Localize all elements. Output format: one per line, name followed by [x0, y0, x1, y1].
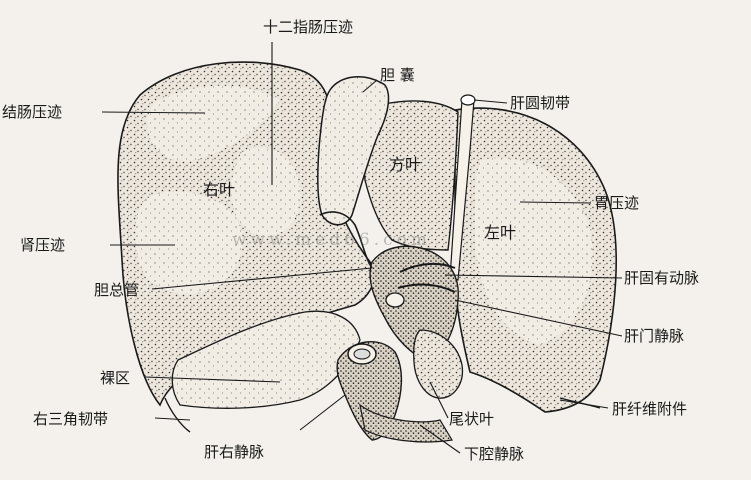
label-proper-hepatic-artery: 肝固有动脉	[624, 269, 700, 287]
label-inferior-vena-cava: 下腔静脉	[464, 445, 525, 463]
label-left-lobe: 左叶	[484, 223, 517, 242]
label-caudate-lobe: 尾状叶	[449, 410, 495, 428]
label-round-ligament: 肝圆韧带	[510, 94, 571, 112]
caudate-lobe-shape	[413, 329, 464, 399]
label-right-triangular-ligament: 右三角韧带	[33, 410, 109, 428]
gastric-impression-shape	[474, 158, 593, 345]
leader-lines	[101, 42, 623, 454]
colic-impression-shape	[147, 85, 280, 161]
label-colic-impression: 结肠压迹	[2, 103, 63, 121]
renal-impression-shape	[135, 191, 243, 294]
label-gastric-impression: 胃压迹	[594, 194, 640, 212]
label-quadrate-lobe: 方叶	[389, 155, 422, 174]
label-portal-vein: 肝门静脉	[624, 327, 685, 345]
label-duodenal-impression: 十二指肠压迹	[263, 18, 354, 36]
watermark-text: www.med66.com	[232, 230, 432, 250]
label-common-bile-duct: 胆总管	[94, 281, 140, 299]
label-right-hepatic-vein: 肝右静脉	[204, 443, 265, 461]
label-fibrous-appendix: 肝纤维附件	[612, 400, 688, 418]
label-gallbladder: 胆 囊	[380, 66, 415, 84]
label-bare-area: 裸区	[100, 369, 131, 387]
gallbladder-shape	[317, 76, 390, 226]
label-right-lobe: 右叶	[203, 180, 236, 199]
label-renal-impression: 肾压迹	[20, 236, 66, 254]
duodenal-impression-shape	[231, 147, 300, 236]
